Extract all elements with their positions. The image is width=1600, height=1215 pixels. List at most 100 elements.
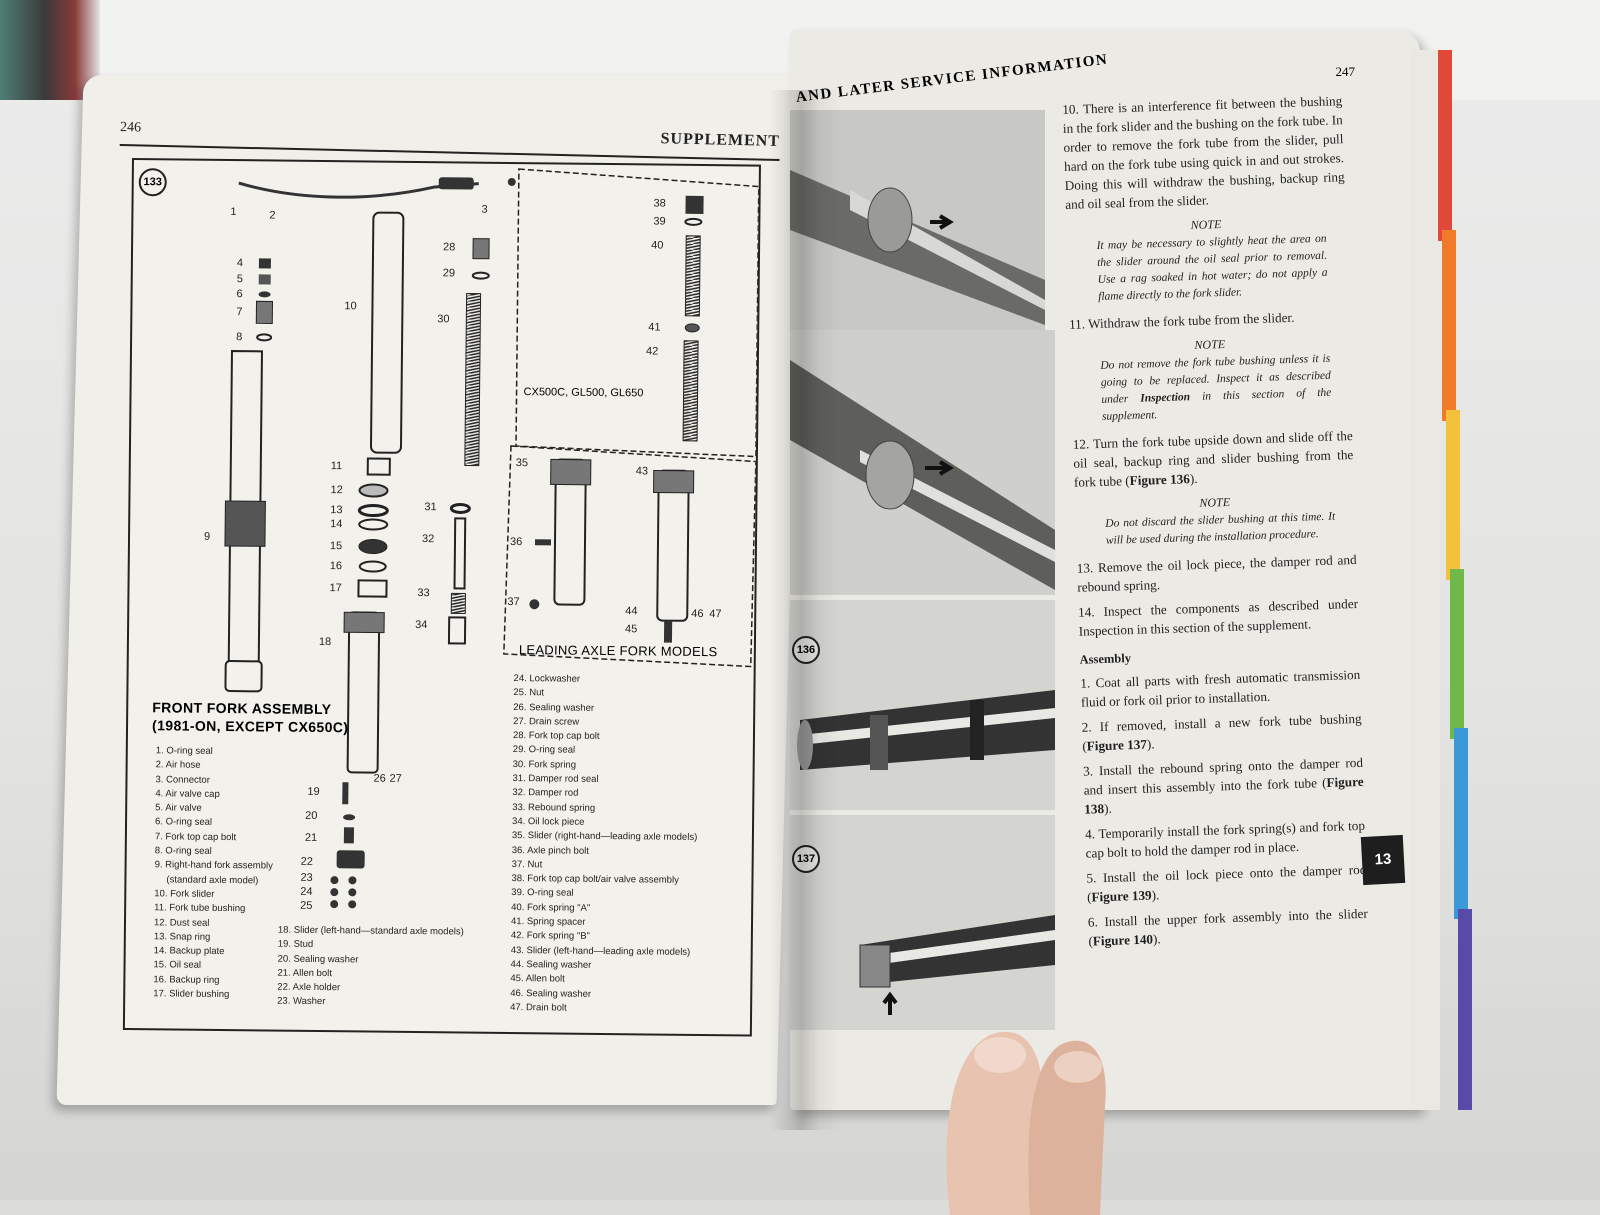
part-6: 6. O-ring seal (154, 816, 213, 829)
part-32: 32. Damper rod (512, 787, 579, 800)
callout-6: 6 (236, 288, 243, 301)
figure-number-badge: 137 (792, 845, 820, 873)
step-text: ). (1152, 931, 1161, 947)
callout-11: 11 (330, 460, 343, 473)
part-2: 2. Air hose (155, 759, 201, 772)
callout-20: 20 (305, 809, 318, 822)
photo-fork-tube-136: 136 (790, 600, 1055, 810)
parts-list-col1: 1. O-ring seal 2. Air hose 3. Connector … (153, 744, 274, 1003)
callout-22: 22 (300, 855, 313, 868)
page-number: 247 (1335, 64, 1356, 79)
step-text: ). (1103, 800, 1112, 817)
callout-36: 36 (509, 535, 523, 549)
part-9-note: (standard axle model) (166, 874, 259, 887)
step-10: 10. There is an interference fit between… (1062, 93, 1345, 212)
callout-30: 30 (437, 313, 450, 326)
callout-32: 32 (421, 533, 435, 546)
callout-9: 9 (203, 530, 211, 543)
background-object (0, 0, 100, 100)
figure-number-badge: 133 (138, 168, 167, 197)
callout-35: 35 (515, 457, 529, 470)
callout-16: 16 (329, 560, 343, 573)
callout-26: 26 (373, 772, 386, 785)
page-number: 246 (119, 120, 142, 136)
note-text: Do not discard the slider bushing at thi… (1105, 510, 1336, 547)
variant-label: CX500C, GL500, GL650 (523, 386, 644, 400)
callout-8: 8 (236, 331, 243, 344)
photo-fork-slider-bushing: 135 (790, 330, 1055, 595)
callout-18: 18 (318, 635, 332, 649)
assembly-title-line1: FRONT FORK ASSEMBLY (152, 699, 332, 718)
leading-axle-label: LEADING AXLE FORK MODELS (518, 642, 718, 660)
color-edge-orange (1442, 230, 1456, 421)
callout-41: 41 (648, 321, 661, 334)
callout-4: 4 (236, 257, 244, 270)
step-text: ). (1146, 736, 1155, 752)
callout-10: 10 (344, 300, 357, 313)
part-17: 17. Slider bushing (153, 988, 230, 1001)
instruction-text: 10. There is an interference fit between… (1062, 91, 1369, 956)
part-8: 8. O-ring seal (154, 845, 212, 857)
callout-33: 33 (417, 587, 430, 600)
callout-2: 2 (269, 209, 276, 222)
color-edge-green (1450, 569, 1464, 739)
note-text: It may be necessary to slightly heat the… (1096, 232, 1328, 303)
callout-12: 12 (330, 484, 343, 497)
part-39: 39. O-ring seal (511, 887, 574, 900)
note-text: Do not remove the fork tube bushing unle… (1100, 351, 1332, 426)
part-16: 16. Backup ring (153, 974, 220, 986)
chapter-tab[interactable]: 13 (1360, 834, 1406, 886)
callout-17: 17 (329, 582, 342, 595)
part-35: 35. Slider (right-hand—leading axle mode… (511, 830, 698, 844)
photo-fork-tube-137: 137 (790, 815, 1055, 1030)
part-9: 9. Right-hand fork assembly (154, 859, 273, 872)
part-25: 25. Nut (513, 687, 545, 699)
callout-13: 13 (330, 504, 343, 517)
callout-7: 7 (236, 306, 243, 319)
step-13: 13. Remove the oil lock piece, the dampe… (1076, 551, 1357, 595)
callout-25: 25 (300, 899, 313, 912)
part-45: 45. Allen bolt (510, 973, 565, 985)
page-edges (1410, 50, 1485, 1110)
color-edge-blue (1454, 728, 1468, 920)
assembly-title: FRONT FORK ASSEMBLY (1981-ON, EXCEPT CX6… (152, 698, 349, 736)
part-3: 3. Connector (155, 773, 210, 786)
callout-15: 15 (329, 540, 343, 553)
assembly-step-6: 6. Install the upper fork assembly into … (1088, 904, 1369, 951)
step-text: 12. Turn the fork tube upside down and s… (1072, 428, 1354, 490)
assembly-step-1: 1. Coat all parts with fresh automatic t… (1080, 666, 1361, 710)
callout-44: 44 (625, 605, 638, 618)
assembly-step-3: 3. Install the rebound spring onto the d… (1083, 753, 1365, 819)
color-edge-red (1438, 50, 1452, 241)
part-12: 12. Dust seal (153, 916, 210, 929)
hand-thumb (946, 1031, 1106, 1215)
color-edge-purple (1458, 908, 1472, 1110)
callout-34: 34 (415, 618, 428, 632)
callout-29: 29 (442, 267, 456, 280)
figure-ref: Figure 136 (1129, 471, 1191, 489)
assembly-step-5: 5. Install the oil lock piece onto the d… (1086, 860, 1367, 907)
callout-40: 40 (651, 239, 664, 252)
page-header-title: AND LATER SERVICE INFORMATION (795, 51, 1110, 106)
callout-1: 1 (230, 206, 237, 219)
step-text: 3. Install the rebound spring onto the d… (1082, 754, 1364, 798)
callout-37: 37 (507, 595, 520, 609)
part-4: 4. Air valve cap (155, 788, 220, 800)
page-stack (1410, 50, 1440, 1110)
part-19: 19. Stud (277, 938, 314, 951)
part-5: 5. Air valve (155, 802, 202, 814)
step-text: ). (1189, 470, 1198, 487)
callout-43: 43 (635, 465, 649, 478)
callout-39: 39 (653, 215, 666, 228)
right-page-header: AND LATER SERVICE INFORMATION 247 (795, 52, 1356, 130)
photo-fork-slider-top (790, 110, 1045, 335)
part-23: 23. Washer (277, 996, 326, 1008)
part-7: 7. Fork top cap bolt (154, 831, 237, 843)
callout-31: 31 (424, 501, 437, 514)
step-text: ). (1151, 887, 1160, 903)
part-10: 10. Fork slider (154, 888, 215, 900)
part-14: 14. Backup plate (153, 945, 225, 958)
step-11: 11. Withdraw the fork tube from the slid… (1068, 309, 1295, 332)
page-header-title: SUPPLEMENT (660, 130, 781, 150)
parts-list-col3: 24. Lockwasher 25. Nut 26. Sealing washe… (510, 672, 699, 1017)
